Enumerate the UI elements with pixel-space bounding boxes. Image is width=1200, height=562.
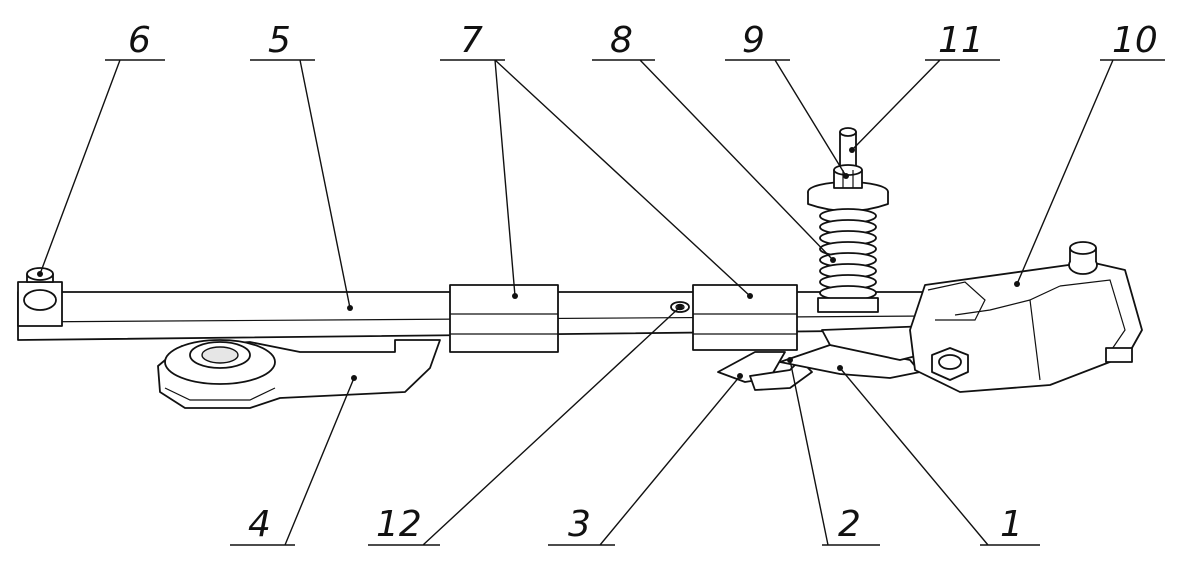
spring-base <box>817 297 879 313</box>
leader-5 <box>250 59 351 309</box>
part-8-spring <box>807 181 889 313</box>
leader-8 <box>592 59 834 261</box>
leader-11 <box>851 59 1000 151</box>
part-7-clamp-left <box>449 284 559 353</box>
callout-11: 11 <box>938 20 984 61</box>
leader-12 <box>368 306 681 546</box>
callout-7: 7 <box>460 20 483 61</box>
callout-2: 2 <box>838 504 861 545</box>
callout-5: 5 <box>268 20 291 61</box>
callout-labels: 6 5 7 8 9 11 10 4 12 3 2 1 <box>128 20 1158 545</box>
part-2-latch <box>749 359 813 391</box>
leader-4 <box>230 377 355 546</box>
callout-8: 8 <box>610 20 633 61</box>
leader-9 <box>725 59 847 177</box>
leader-2 <box>789 359 880 546</box>
part-10-bracket <box>909 241 1143 393</box>
part-7-clamp-right <box>692 284 798 351</box>
leader-6 <box>39 59 165 275</box>
leader-lines <box>39 59 1165 546</box>
leader-dots <box>37 147 1020 381</box>
callout-4: 4 <box>248 504 271 545</box>
part-6-end-bolt <box>17 267 63 327</box>
part-4-lower-lever <box>157 339 441 409</box>
leader-7 <box>440 59 751 297</box>
callout-9: 9 <box>742 20 765 61</box>
callout-3: 3 <box>568 504 591 545</box>
leader-3 <box>548 375 741 546</box>
callout-6: 6 <box>128 20 151 61</box>
callout-1: 1 <box>1000 504 1023 545</box>
leader-1 <box>839 367 1040 546</box>
callout-12: 12 <box>376 504 422 545</box>
leader-10 <box>1016 59 1165 285</box>
callout-10: 10 <box>1112 20 1158 61</box>
